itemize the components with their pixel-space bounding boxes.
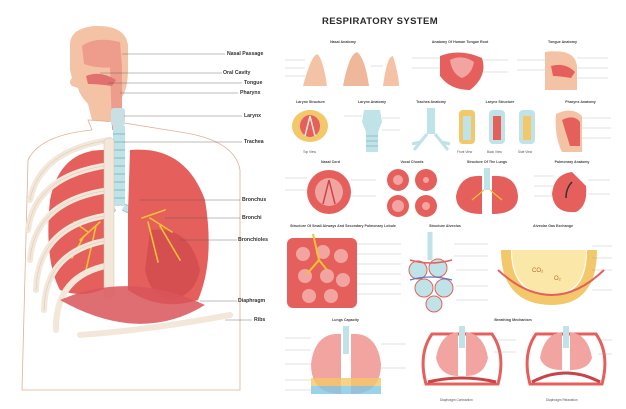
panel-larynx-structure: Larynx Structure Top View	[283, 100, 338, 156]
label-trachea: Trachea	[244, 139, 264, 145]
sublabel-top-view: Top View	[303, 150, 316, 154]
larynx-shape	[111, 108, 125, 126]
poster-title: RESPIRATORY SYSTEM	[321, 16, 439, 27]
lung-right-shade	[145, 229, 200, 300]
breathing-contraction-figure	[421, 326, 503, 386]
panel-larynx-structure-2: Larynx Structure Front View Back View Si…	[455, 100, 545, 156]
sublabel-front-view: Front View	[457, 150, 473, 154]
panel-title-small-airways: Structure Of Small Airways And Secondary…	[290, 224, 396, 228]
sternum	[103, 137, 115, 299]
panel-title-tongue-anatomy: Tongue Anatomy	[548, 40, 577, 44]
callout-lines	[100, 53, 252, 321]
panel-tongue-anatomy: Tongue Anatomy	[515, 40, 610, 96]
breathing-relaxation-figure	[525, 326, 607, 386]
label-oral-cavity: Oral Cavity	[223, 70, 251, 76]
label-bronchus: Bronchus	[242, 197, 267, 203]
panel-title-pulmonary-anatomy: Pulmonary Anatomy	[554, 160, 590, 164]
panel-pulmonary-anatomy: Pulmonary Anatomy	[532, 160, 612, 220]
bronchi-tree	[71, 209, 181, 271]
panel-title-larynx-structure-2: Larynx Structure	[485, 100, 515, 104]
body-silhouette	[21, 119, 241, 391]
panel-pharynx-anatomy: Pharynx Anatomy	[548, 100, 613, 156]
panel-title-structure-lungs: Structure Of The Lungs	[466, 160, 508, 164]
panel-lungs-capacity: Lungs Capacity	[283, 318, 408, 404]
nasal-cavity	[82, 39, 122, 68]
label-ribs: Ribs	[254, 317, 266, 323]
panel-nasal-cord: Nasal Cord	[283, 160, 378, 220]
sublabel-side-view: Side View	[518, 150, 533, 154]
panel-title-vocal-chords: Vocal Chords	[400, 160, 424, 164]
panel-small-airways: Structure Of Small Airways And Secondary…	[283, 224, 403, 314]
panel-structure-lungs: Structure Of The Lungs	[446, 160, 528, 220]
diaphragm-shape	[60, 286, 205, 324]
panel-nasal-anatomy: Nasal Anatomy	[283, 40, 403, 96]
label-nasal-passage: Nasal Passage	[227, 51, 264, 57]
panel-vocal-chords: Vocal Chords	[382, 160, 442, 220]
label-bronchioles: Bronchioles	[238, 237, 268, 243]
sublabel-diaphragm-contraction: Diaphragm Contraction	[440, 398, 473, 402]
panel-trachea-anatomy: Trachea Anatomy	[406, 100, 456, 156]
label-tongue: Tongue	[244, 80, 263, 86]
panel-structure-alveolus: Structure Alveolus	[400, 224, 490, 314]
sublabel-back-view: Back View	[487, 150, 502, 154]
label-larynx: Larynx	[244, 113, 262, 119]
main-anatomy-illustration	[21, 25, 252, 391]
panel-title-pharynx-anatomy: Pharynx Anatomy	[565, 100, 596, 104]
sublabel-diaphragm-relaxation: Diaphragm Relaxation	[546, 398, 578, 402]
panel-breathing-mechanism: Breathing Mechanism Diaphragm Contractio…	[412, 318, 614, 404]
panel-alveolar-gas-exchange: Alveolar Gas Exchange CO₂ O₂	[492, 224, 614, 314]
label-pharynx: Pharynx	[240, 90, 261, 96]
panel-larynx-anatomy: Larynx Anatomy	[342, 100, 402, 156]
panel-title-lungs-capacity: Lungs Capacity	[332, 318, 359, 322]
panel-tongue-root: Anatomy Of Human Tongue Root	[410, 40, 510, 96]
panel-title-trachea-anatomy: Trachea Anatomy	[416, 100, 446, 104]
panel-title-structure-alveolus: Structure Alveolus	[429, 224, 461, 228]
panel-title-alveolar-gas-exchange: Alveolar Gas Exchange	[533, 224, 573, 228]
sublabel-co2: CO₂	[532, 268, 544, 274]
panel-title-nasal-cord: Nasal Cord	[321, 160, 340, 164]
sublabel-o2: O₂	[554, 276, 561, 282]
panel-title-breathing-mechanism: Breathing Mechanism	[494, 318, 532, 322]
panel-title-tongue-root: Anatomy Of Human Tongue Root	[431, 40, 489, 44]
panel-title-larynx-anatomy: Larynx Anatomy	[357, 100, 387, 104]
label-diaphragm: Diaphragm	[238, 298, 266, 304]
panel-title-nasal-anatomy: Nasal Anatomy	[330, 40, 356, 44]
panel-title-larynx-structure: Larynx Structure	[296, 100, 325, 104]
label-bronchi: Bronchi	[242, 215, 262, 221]
